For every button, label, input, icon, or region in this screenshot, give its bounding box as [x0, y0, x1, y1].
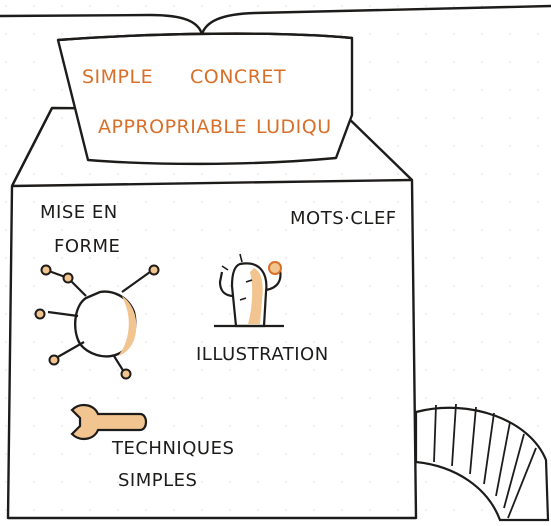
machine-box-edge-left	[10, 107, 54, 187]
cactus-icon	[214, 253, 284, 328]
ludique-label: LUDIQU	[256, 116, 332, 138]
mise-en-forme-label-2: FORME	[54, 236, 121, 257]
mise-en-forme-label-1: MISE EN	[40, 202, 118, 223]
mots-clef-label: MOTS·CLEF	[290, 208, 397, 229]
wrench-icon	[70, 404, 148, 440]
simple-label: SIMPLE	[82, 66, 154, 88]
hose-icon	[414, 403, 550, 522]
machine-box-edge-front	[11, 178, 413, 188]
techniques-label: TECHNIQUES	[112, 438, 235, 459]
hopper-rim	[57, 32, 353, 42]
illustration-label: ILLUSTRATION	[196, 344, 329, 365]
appropriable-label: APPROPRIABLE	[98, 116, 247, 138]
network-node-icon	[34, 264, 160, 380]
simples-label: SIMPLES	[118, 470, 198, 491]
hopper-icon	[56, 32, 354, 166]
concret-label: CONCRET	[190, 66, 287, 88]
